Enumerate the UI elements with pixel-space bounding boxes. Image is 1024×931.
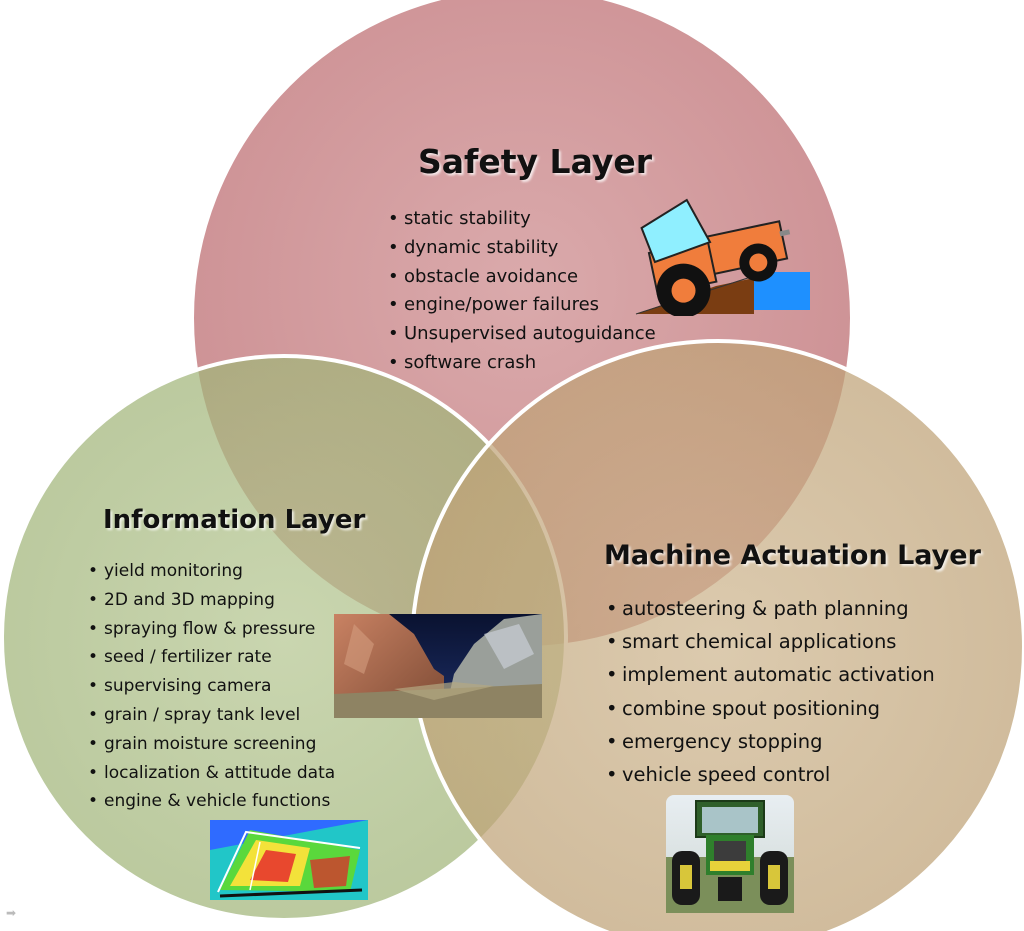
list-item: supervising camera xyxy=(88,672,335,701)
list-item: seed / fertilizer rate xyxy=(88,643,335,672)
list-item: software crash xyxy=(388,349,656,378)
list-item: vehicle speed control xyxy=(606,758,935,791)
tractor-photo xyxy=(666,795,794,913)
machine-actuation-layer-title: Machine Actuation Layer xyxy=(604,540,981,571)
list-item: combine spout positioning xyxy=(606,692,935,725)
list-item: obstacle avoidance xyxy=(388,263,656,292)
machine-actuation-layer-list: autosteering & path planning smart chemi… xyxy=(606,592,935,791)
safety-layer-title: Safety Layer xyxy=(418,142,652,181)
list-item: emergency stopping xyxy=(606,725,935,758)
list-item: 2D and 3D mapping xyxy=(88,586,335,615)
yield-field-map xyxy=(210,820,368,900)
list-item: engine/power failures xyxy=(388,291,656,320)
list-item: smart chemical applications xyxy=(606,625,935,658)
list-item: autosteering & path planning xyxy=(606,592,935,625)
list-item: static stability xyxy=(388,205,656,234)
safety-layer-list: static stability dynamic stability obsta… xyxy=(388,205,656,378)
information-layer-title: Information Layer xyxy=(103,505,366,535)
list-item: engine & vehicle functions xyxy=(88,787,335,816)
arrow-icon: ➡ xyxy=(6,906,17,920)
list-item: grain / spray tank level xyxy=(88,701,335,730)
tractor-on-slope-icon xyxy=(635,198,810,316)
list-item: yield monitoring xyxy=(88,557,335,586)
list-item: implement automatic activation xyxy=(606,658,935,691)
list-item: localization & attitude data xyxy=(88,759,335,788)
list-item: grain moisture screening xyxy=(88,730,335,759)
list-item: dynamic stability xyxy=(388,234,656,263)
list-item: spraying flow & pressure xyxy=(88,615,335,644)
terrain-3d-photo xyxy=(334,614,542,718)
list-item: Unsupervised autoguidance xyxy=(388,320,656,349)
information-layer-list: yield monitoring 2D and 3D mapping spray… xyxy=(88,557,335,816)
